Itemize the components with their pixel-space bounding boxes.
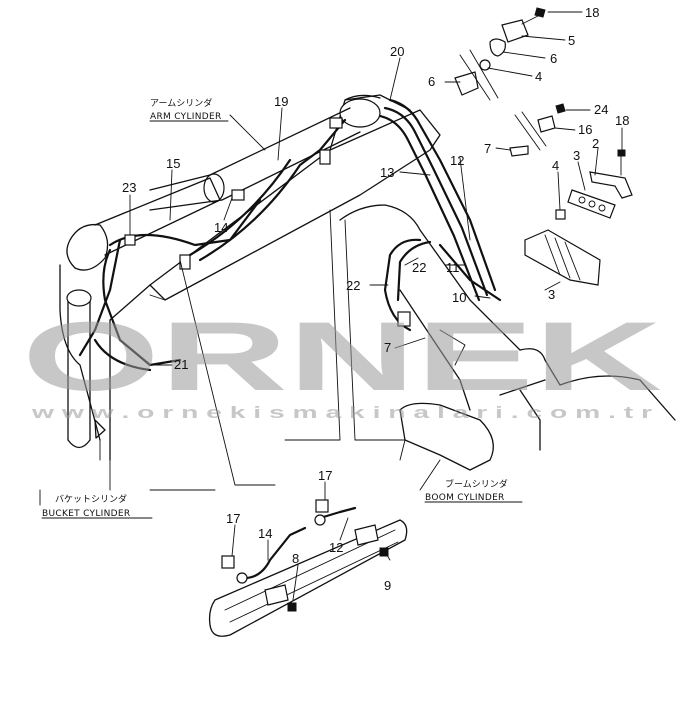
- leader-lines: [39, 11, 623, 601]
- callout-3-lower: 3: [548, 287, 555, 302]
- boom-cylinder-caption-jp: ブームシリンダ: [445, 478, 508, 490]
- boom-cylinder-caption: BOOM CYLINDER: [425, 493, 505, 503]
- callout-6: 6: [550, 51, 557, 66]
- callout-20: 20: [390, 44, 404, 59]
- callout-14-detail: 14: [258, 526, 272, 541]
- callout-12: 12: [450, 153, 464, 168]
- bucket-cylinder-caption: BUCKET CYLINDER: [42, 509, 130, 519]
- arm-cylinder-caption: ARM CYLINDER: [150, 112, 222, 122]
- callout-14: 14: [214, 220, 228, 235]
- hose-clamps: [124, 117, 411, 327]
- callout-21: 21: [174, 357, 188, 372]
- callout-17-top: 17: [318, 468, 332, 483]
- callout-18-right: 18: [615, 113, 629, 128]
- bucket-cylinder-caption-jp: バケットシリンダ: [55, 493, 127, 505]
- callout-7-lower: 7: [384, 340, 391, 355]
- clamp-assembly-top: [454, 7, 546, 101]
- arm-cylinder-caption-jp: アームシリンダ: [150, 97, 212, 109]
- callout-3: 3: [573, 148, 580, 163]
- callout-17-left: 17: [226, 511, 240, 526]
- callout-2: 2: [592, 136, 599, 151]
- bucket-cylinder: [66, 289, 106, 461]
- callout-9: 9: [384, 578, 391, 593]
- callout-22-left: 22: [346, 278, 360, 293]
- arm-cylinder: [149, 107, 361, 211]
- callout-4-right: 4: [552, 158, 559, 173]
- callout-12-detail: 12: [329, 540, 343, 555]
- callout-numbers: 18 5 6 4 6 20 19 24 16 18 2 3 7 12 4 13 …: [122, 5, 629, 593]
- callout-16: 16: [578, 122, 592, 137]
- callout-4: 4: [535, 69, 542, 84]
- callout-5: 5: [568, 33, 575, 48]
- detail-view: [208, 499, 408, 637]
- callout-10: 10: [452, 290, 466, 305]
- clamp-assembly-right: [509, 103, 633, 286]
- callout-23: 23: [122, 180, 136, 195]
- callout-8: 8: [292, 551, 299, 566]
- callout-7: 7: [484, 141, 491, 156]
- callout-19: 19: [274, 94, 288, 109]
- callout-18: 18: [585, 5, 599, 20]
- callout-13: 13: [380, 165, 394, 180]
- arm-body: [59, 177, 221, 461]
- watermark-brand: ORNEK: [22, 301, 662, 411]
- boom-cylinder: [339, 204, 676, 471]
- callout-15: 15: [166, 156, 180, 171]
- callout-11: 11: [446, 260, 460, 275]
- callout-6-left: 6: [428, 74, 435, 89]
- callout-22: 22: [412, 260, 426, 275]
- watermark-url: w w w . o r n e k i s m a k i n a l a r …: [30, 403, 652, 422]
- callout-24: 24: [594, 102, 608, 117]
